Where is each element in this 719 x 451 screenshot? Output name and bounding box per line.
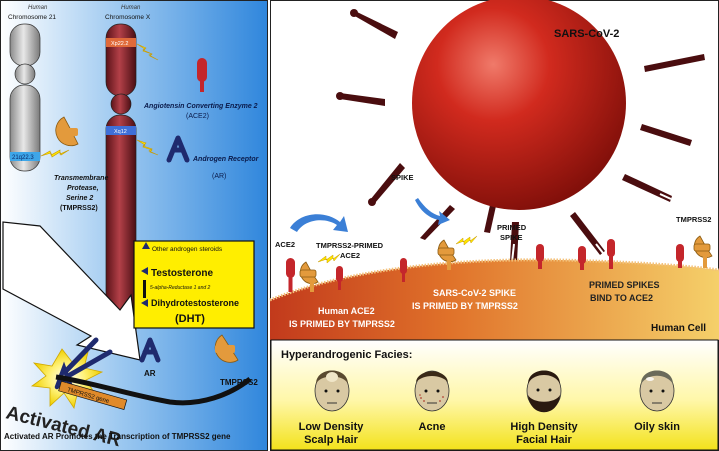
virus-label: SARS-CoV-2 bbox=[554, 28, 619, 40]
facies-item-1-line1: Low Density bbox=[299, 421, 365, 433]
chromosome-x: Human Chromosome X Xp22.2 Xq12 bbox=[105, 5, 151, 348]
facies-panel: Hyperandrogenic Facies: bbox=[270, 339, 719, 451]
ace2-abbr: (ACE2) bbox=[186, 113, 209, 120]
face-oily-skin-icon bbox=[639, 370, 675, 412]
chrx-band-mid: Xq12 bbox=[114, 129, 127, 135]
human-cell bbox=[270, 259, 719, 340]
human-ace2-line1: Human ACE2 bbox=[318, 306, 375, 316]
left-footer: Activated AR Promotes the Transcription … bbox=[4, 432, 231, 441]
signal-bolt-ace2 bbox=[136, 43, 159, 61]
primed-bind-line1: PRIMED SPIKES bbox=[589, 280, 660, 290]
sars-spike-line2: IS PRIMED BY TMPRSS2 bbox=[412, 301, 518, 311]
tmprss2-membrane-proteins bbox=[299, 235, 713, 292]
ace2-receptors bbox=[286, 239, 684, 292]
tmprss2-primed-line1: TMPRSS2-PRIMED bbox=[316, 241, 384, 250]
tmprss2-primed-line2: ACE2 bbox=[340, 251, 360, 260]
ar-small-icon bbox=[139, 337, 161, 363]
spike-label: SPIKE bbox=[391, 173, 414, 182]
steroid-dihydro: Dihydrotestosterone bbox=[151, 298, 239, 308]
face-low-density-icon bbox=[314, 370, 350, 412]
signal-bolt-tmprss2 bbox=[40, 149, 70, 158]
tmprss2-line1: Transmembrane bbox=[54, 175, 108, 182]
right-panel: SARS-CoV-2 SPIKE PRIMED SPIKE bbox=[269, 0, 719, 451]
human-cell-label: Human Cell bbox=[651, 323, 706, 334]
facies-title: Hyperandrogenic Facies: bbox=[281, 349, 412, 361]
chrx-band-top: Xp22.2 bbox=[111, 41, 128, 47]
primed-bind-line2: BIND TO ACE2 bbox=[590, 293, 653, 303]
chrx-name: Chromosome X bbox=[105, 14, 151, 21]
facies-item-3-line1: High Density bbox=[510, 421, 578, 433]
facies-item-2-line1: Acne bbox=[419, 421, 446, 433]
sars-spike-line1: SARS-CoV-2 SPIKE bbox=[433, 288, 516, 298]
ar-label: AR bbox=[144, 369, 156, 378]
tmprss2-gene-segment bbox=[58, 380, 128, 410]
tmprss2-protease-icon bbox=[55, 116, 79, 147]
chrx-species: Human bbox=[121, 5, 141, 11]
ace2-membrane-label: ACE2 bbox=[275, 240, 295, 249]
androgen-receptor-icon bbox=[166, 135, 190, 163]
sars-cov-2-virus bbox=[412, 0, 626, 210]
ar-abbr: (AR) bbox=[212, 173, 226, 180]
cycle-arrow-icon bbox=[290, 214, 348, 232]
primed-spike-line1: PRIMED bbox=[497, 223, 527, 232]
chr21-name: Chromosome 21 bbox=[8, 14, 56, 21]
tmprss2-right-label: TMPRSS2 bbox=[676, 215, 711, 224]
face-facial-hair-icon bbox=[526, 370, 562, 413]
chr21-species: Human bbox=[28, 5, 48, 11]
human-ace2-line2: IS PRIMED BY TMPRSS2 bbox=[289, 319, 395, 329]
chromosome-21: Human Chromosome 21 21q22.3 bbox=[8, 5, 56, 172]
steroid-dht: (DHT) bbox=[175, 313, 205, 325]
signal-bolt-ar bbox=[136, 139, 159, 156]
chr21-band: 21q22.3 bbox=[12, 155, 34, 161]
tmprss2-line3: Serine 2 bbox=[66, 195, 93, 202]
facies-item-1-line2: Scalp Hair bbox=[304, 434, 359, 446]
large-arrow-icon bbox=[2, 221, 141, 361]
dna-strand bbox=[55, 374, 252, 406]
tmprss2-abbr: (TMPRSS2) bbox=[60, 205, 98, 212]
facies-item-4-line1: Oily skin bbox=[634, 421, 680, 433]
approach-arrow-icon bbox=[415, 198, 450, 225]
facies-item-3-line2: Facial Hair bbox=[516, 434, 572, 446]
ace2-receptor-icon bbox=[197, 58, 207, 92]
tmprss2-small-label: TMPRSS2 bbox=[220, 378, 258, 387]
tmprss2-line2: Protease, bbox=[67, 185, 99, 192]
tmprss2-small-icon bbox=[214, 334, 239, 363]
steroid-testosterone: Testosterone bbox=[151, 268, 213, 279]
steroid-other: Other androgen steroids bbox=[152, 246, 223, 253]
ace2-name: Angiotensin Converting Enzyme 2 bbox=[143, 103, 258, 110]
left-panel: Human Chromosome 21 21q22.3 Human Chromo… bbox=[0, 0, 268, 451]
steroid-box: Other androgen steroids Testosterone 5-a… bbox=[133, 240, 255, 329]
primed-spike-line2: SPIKE bbox=[500, 233, 523, 242]
ar-name: Androgen Receptor bbox=[192, 156, 260, 163]
face-acne-icon bbox=[414, 370, 450, 412]
steroid-enzyme: 5-alpha-Reductase 1 and 2 bbox=[150, 285, 211, 291]
